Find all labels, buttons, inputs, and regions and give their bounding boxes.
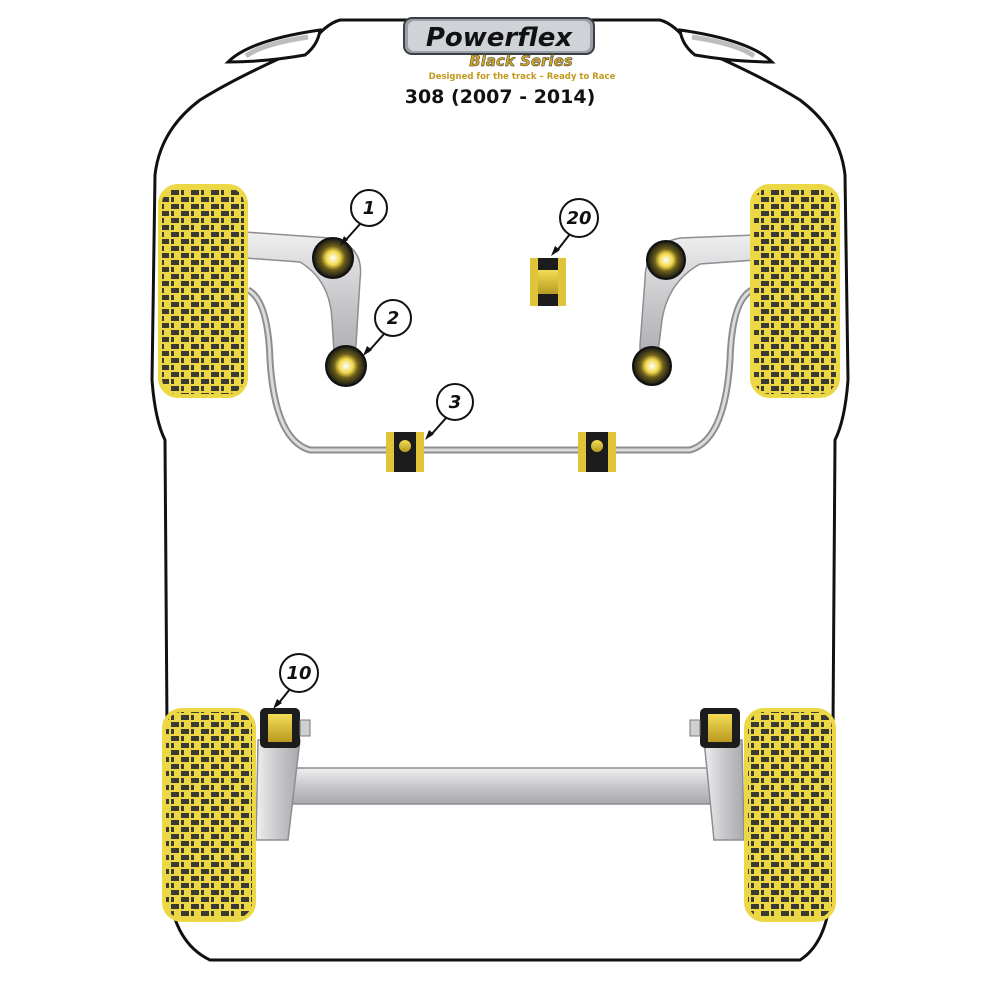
tyre-front-left bbox=[158, 184, 248, 398]
rear-twist-beam bbox=[255, 739, 745, 841]
model-title: 308 (2007 - 2014) bbox=[405, 86, 596, 108]
bush-3-right bbox=[578, 432, 616, 472]
callout-1-label: 1 bbox=[363, 198, 376, 219]
callout-3: 3 bbox=[425, 383, 474, 440]
bush-2-left bbox=[325, 345, 367, 387]
callout-2-label: 2 bbox=[387, 308, 400, 329]
headlight-right-inner bbox=[691, 34, 756, 59]
bush-1-right bbox=[646, 240, 686, 280]
brand-name: Powerflex bbox=[426, 23, 573, 53]
headlight-left-inner bbox=[244, 34, 309, 59]
powerflex-logo: Powerflex Black Series Designed for the … bbox=[403, 17, 616, 82]
callout-2: 2 bbox=[363, 299, 412, 356]
tyre-rear-right bbox=[744, 708, 836, 922]
brand-tagline: Designed for the track – Ready to Race bbox=[429, 72, 616, 82]
bush-2-right bbox=[632, 346, 672, 386]
callout-3-label: 3 bbox=[449, 392, 462, 413]
callout-20-label: 20 bbox=[566, 208, 591, 229]
front-anti-roll-bar bbox=[246, 286, 754, 454]
callout-10: 10 bbox=[273, 653, 319, 709]
callout-20: 20 bbox=[551, 198, 599, 256]
bush-10-right bbox=[689, 708, 740, 748]
bush-20-engine-mount bbox=[530, 258, 566, 306]
bush-10-left bbox=[260, 708, 311, 748]
tyre-rear-left bbox=[162, 708, 256, 922]
tyre-front-right bbox=[750, 184, 840, 398]
callout-1: 1 bbox=[340, 189, 388, 246]
bush-1-left bbox=[312, 237, 354, 279]
brand-series: Black Series bbox=[469, 52, 572, 70]
bush-3-left bbox=[386, 432, 424, 472]
callout-10-label: 10 bbox=[286, 663, 311, 684]
